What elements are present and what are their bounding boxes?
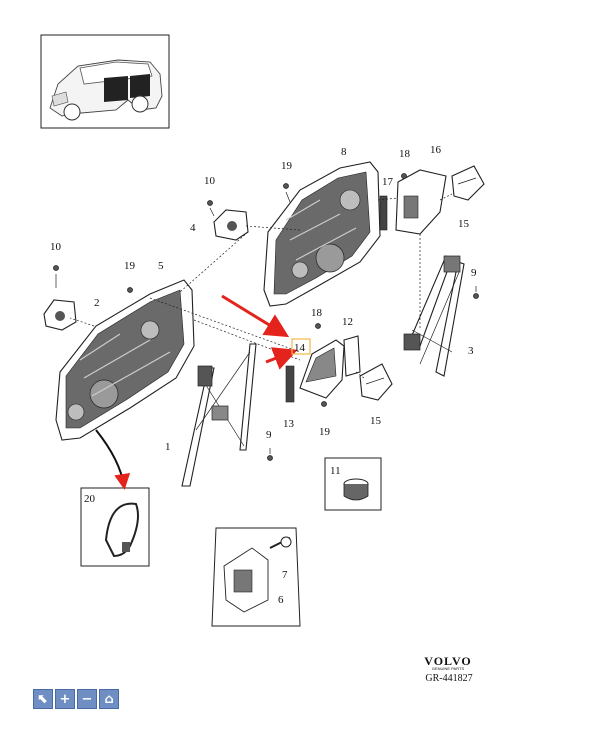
callout-10a: 10 [204,175,216,187]
door-latch-part-2 [43,299,77,331]
callout-18a: 18 [399,148,411,160]
inset-part-20 [80,487,150,567]
bracket-part-12 [343,335,361,377]
brand-subtitle: GENUINE PARTS [431,666,465,671]
callout-2: 2 [94,297,100,309]
clip-part-15-lower [359,363,393,401]
window-regulator-right [403,255,465,377]
callout-19a: 19 [281,160,293,172]
callout-16: 16 [430,144,442,156]
window-regulator-left [181,343,257,487]
brand-logo: VOLVO [424,654,472,668]
callout-14: 14 [294,342,306,354]
home-button[interactable]: ⌂ [99,689,119,709]
callout-12: 12 [342,316,353,328]
callout-8: 8 [341,146,347,158]
seal-strip-13 [285,365,295,403]
bracket-part-16 [395,169,447,235]
leader-lines [55,191,477,454]
callout-4: 4 [190,222,196,234]
clip-part-15-upper [451,165,485,201]
door-panel-upper [263,161,381,307]
callout-14-highlight [291,338,311,355]
vehicle-thumbnail [40,34,170,129]
inset-part-11 [324,457,382,511]
seal-strip-17 [379,195,388,231]
callout-10b: 10 [50,241,62,253]
callout-11: 11 [330,465,341,477]
inset-part-6-7 [211,527,301,627]
door-latch-part-4 [213,209,249,241]
callout-19b: 19 [124,260,136,272]
callout-20: 20 [84,493,96,505]
highlight-arrows [221,294,298,370]
callout-9a: 9 [266,429,272,441]
callout-18b: 18 [311,307,323,319]
callout-7: 7 [282,569,288,581]
module-part-14 [299,339,345,399]
zoom-in-button[interactable]: + [55,689,75,709]
bolt-icons [53,173,479,461]
callout-6: 6 [278,594,284,606]
callout-19c: 19 [319,426,331,438]
callout-1: 1 [165,441,171,453]
callout-9b: 9 [471,267,477,279]
callout-15b: 15 [370,415,382,427]
callout-15a: 15 [458,218,470,230]
cursor-icon[interactable]: ⬉ [33,689,53,709]
door-panel-lower [55,279,195,441]
zoom-toolbar: ⬉ + − ⌂ [33,689,119,711]
zoom-out-button[interactable]: − [77,689,97,709]
callout-5: 5 [158,260,164,272]
diagram-reference: GR-441827 [425,673,473,684]
callout-3: 3 [468,345,474,357]
callout-13: 13 [283,418,295,430]
inset-20-pointer [95,429,131,490]
callout-numbers: 1 2 3 4 5 6 7 8 9 9 10 10 11 12 13 14 15… [50,144,477,606]
callout-17: 17 [382,176,394,188]
